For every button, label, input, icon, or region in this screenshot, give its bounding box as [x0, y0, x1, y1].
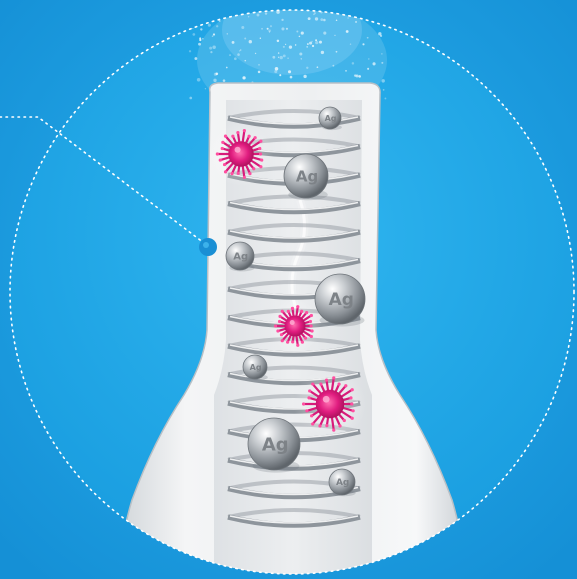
germ-icon: [268, 299, 321, 352]
silver-ion-label: Ag: [336, 478, 349, 488]
silver-ion-ball: Ag: [284, 154, 328, 200]
silver-ion-ball: Ag: [226, 242, 255, 271]
silver-ion-label: Ag: [325, 114, 337, 123]
silver-ion-label: Ag: [329, 290, 354, 310]
silver-ion-ball: Ag: [248, 418, 300, 473]
silver-ion-label: Ag: [233, 252, 248, 263]
silver-ion-ball: Ag: [315, 274, 365, 327]
silver-ion-label: Ag: [250, 363, 262, 372]
silver-ion-label: Ag: [296, 167, 318, 185]
silver-ion-ball: Ag: [329, 469, 356, 496]
silver-ion-label: Ag: [262, 434, 289, 455]
silver-ion-ball: Ag: [243, 355, 268, 380]
germ-icon: [209, 122, 274, 187]
germ-icon: [294, 368, 366, 440]
